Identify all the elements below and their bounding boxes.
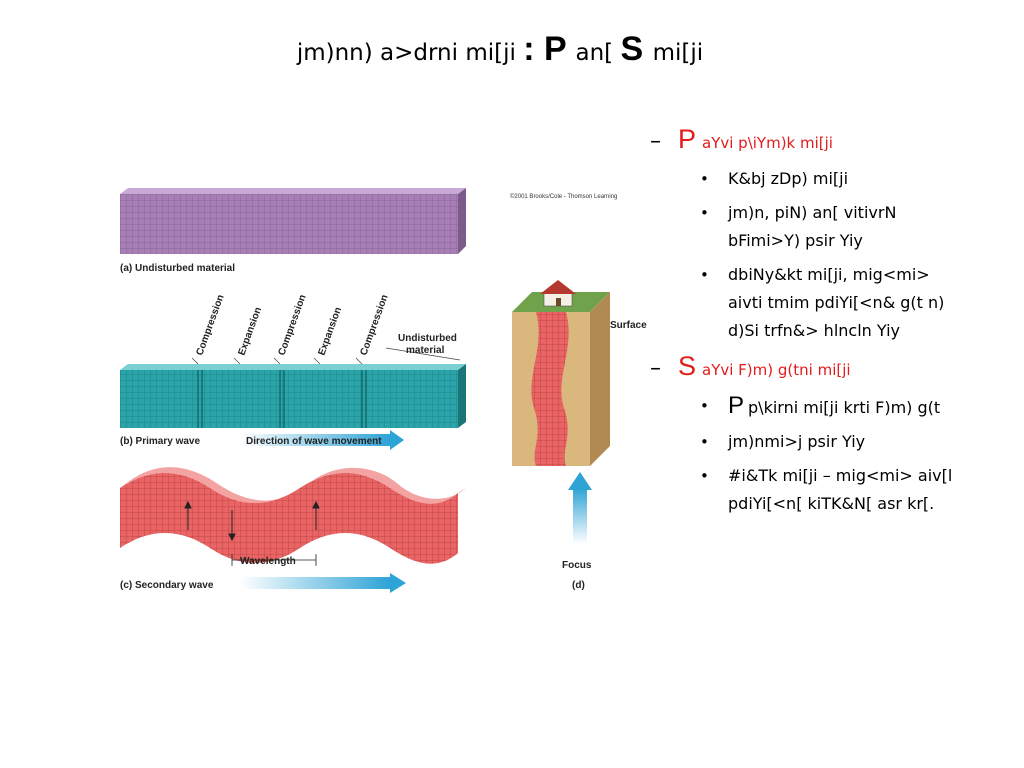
compression-label-3: Compression xyxy=(358,293,390,357)
undisturbed-label-2: material xyxy=(406,345,445,356)
list-item: Pp\kirni mi[ji krti F)m) g(t xyxy=(700,392,968,422)
secondary-wave-block xyxy=(120,467,466,564)
pointer-lines xyxy=(191,347,461,365)
compression-label-1: Compression xyxy=(194,293,226,357)
list-item: K&bj zDp) mi[ji xyxy=(700,165,968,193)
wavelength-label: Wavelength xyxy=(240,556,296,567)
seismic-wave-figure: ©2001 Brooks/Cole - Thomson Learning (a)… xyxy=(120,188,650,596)
section-p-heading: – P aYvi p\iYm)k mi[ji xyxy=(650,124,1020,155)
primary-wave-block xyxy=(120,364,466,428)
label-c: (c) Secondary wave xyxy=(120,580,214,591)
list-item: dbiNy&kt mi[ji, mig<mi> aivti tmim pdiYi… xyxy=(700,261,968,345)
house-icon xyxy=(540,280,576,307)
list-item: #i&Tk mi[ji – mig<mi> aiv[l pdiYi[<n[ ki… xyxy=(700,462,968,518)
undisturbed-block xyxy=(120,188,466,254)
earth-block xyxy=(512,292,610,466)
title-part-2: an[ xyxy=(575,40,621,66)
title-part-1: jm)nn) a>drni mi[ji xyxy=(296,40,524,66)
section-s-heading: – S aYvi F)m) g(tni mi[ji xyxy=(650,351,1020,382)
secondary-direction-arrow xyxy=(240,573,406,593)
list-item: jm)n, piN) an[ vitivrN bFimi>Y) psir Yiy xyxy=(700,199,968,255)
section-title: aYvi F)m) g(tni mi[ji xyxy=(702,361,851,379)
focus-label: Focus xyxy=(562,560,592,571)
compression-label-2: Compression xyxy=(276,293,308,357)
label-b: (b) Primary wave xyxy=(120,436,200,447)
direction-arrow xyxy=(240,430,404,450)
title-p: P xyxy=(534,30,576,68)
copyright-text: ©2001 Brooks/Cole - Thomson Learning xyxy=(510,193,617,200)
expansion-label-2: Expansion xyxy=(316,306,344,357)
title-colon: : xyxy=(523,30,535,68)
section-p-list: K&bj zDp) mi[ji jm)n, piN) an[ vitivrN b… xyxy=(650,165,1020,345)
list-item: jm)nmi>j psir Yiy xyxy=(700,428,968,456)
surface-label: Surface xyxy=(610,320,647,331)
expansion-label-1: Expansion xyxy=(236,306,264,357)
label-d: (d) xyxy=(572,580,585,591)
section-letter: S xyxy=(678,351,697,381)
label-a: (a) Undisturbed material xyxy=(120,263,235,274)
section-s-list: Pp\kirni mi[ji krti F)m) g(t jm)nmi>j ps… xyxy=(650,392,1020,518)
wavelength-marker xyxy=(231,554,317,566)
dash-glyph: – xyxy=(650,129,661,154)
title-s: S xyxy=(620,30,653,68)
section-letter: P xyxy=(678,124,697,154)
bullet-content: – P aYvi p\iYm)k mi[ji K&bj zDp) mi[ji j… xyxy=(650,120,1020,524)
letter-p: P xyxy=(728,392,745,419)
slide-title: jm)nn) a>drni mi[ji : P an[ S mi[ji xyxy=(0,30,1000,69)
section-title: aYvi p\iYm)k mi[ji xyxy=(702,134,833,152)
title-part-3: mi[ji xyxy=(652,40,704,66)
direction-label: Direction of wave movement xyxy=(246,436,382,447)
undisturbed-label-1: Undisturbed xyxy=(398,333,457,344)
focus-arrow xyxy=(568,472,592,544)
dash-glyph: – xyxy=(650,356,661,381)
seismic-wave-diagram: ©2001 Brooks/Cole - Thomson Learning (a)… xyxy=(120,188,647,593)
item-text: p\kirni mi[ji krti F)m) g(t xyxy=(748,398,941,417)
